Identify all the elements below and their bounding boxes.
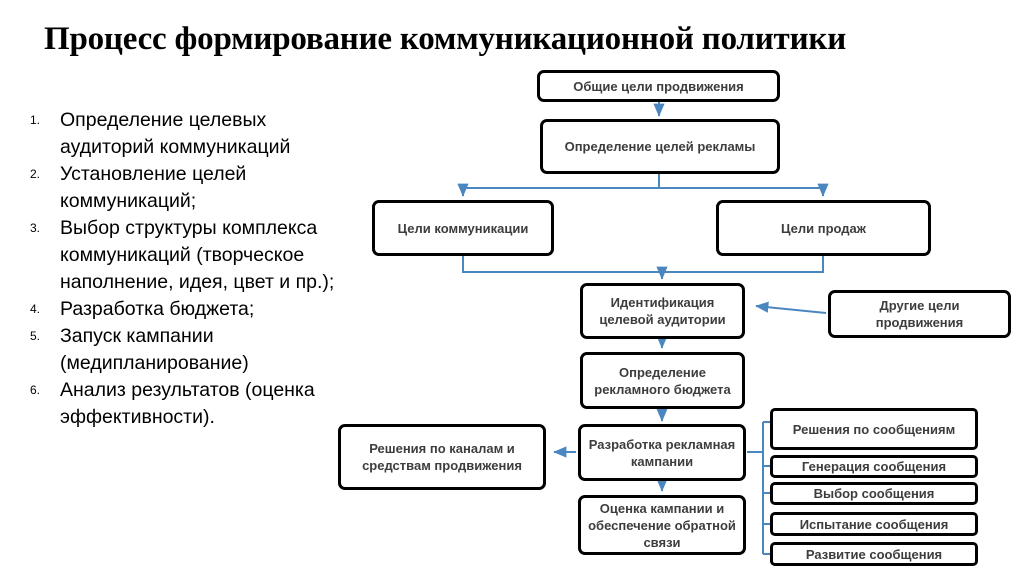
node-sales-goals[interactable]: Цели продаж <box>716 200 931 256</box>
page-title: Процесс формирование коммуникационной по… <box>44 21 847 57</box>
node-communication-goals[interactable]: Цели коммуникации <box>372 200 554 256</box>
node-other-promotion-goals-label: Другие цели продвижения <box>875 298 964 330</box>
node-other-promotion-goals[interactable]: Другие цели продвижения <box>828 290 1011 338</box>
list-item-number: 6. <box>30 383 41 397</box>
node-message-generation-label: Генерация сообщения <box>801 459 947 474</box>
list-item: 1. Определение целевых аудиторий коммуни… <box>18 107 338 161</box>
arrow-adgoals-to-sales <box>659 183 829 197</box>
arrow-sales-to-audience <box>662 255 824 273</box>
node-ad-budget[interactable]: Определение рекламного бюджета <box>580 352 745 409</box>
list-item-text: Запуск кампании (медипланирование) <box>60 325 249 374</box>
list-item: 4. Разработка бюджета; <box>18 296 338 323</box>
list-item-text: Анализ результатов (оценка эффективности… <box>60 379 315 428</box>
node-ad-goals[interactable]: Определение целей рекламы <box>540 119 780 174</box>
list-item-number: 1. <box>30 113 41 127</box>
node-channel-decisions[interactable]: Решения по каналам и средствам продвижен… <box>338 424 546 490</box>
node-message-selection[interactable]: Выбор сообщения <box>770 482 978 505</box>
node-message-testing[interactable]: Испытание сообщения <box>770 512 978 536</box>
node-message-testing-label: Испытание сообщения <box>799 516 949 532</box>
list-item-text: Разработка бюджета; <box>60 298 255 320</box>
node-campaign-development-label: Разработка рекламная кампании <box>588 436 736 469</box>
node-message-development[interactable]: Развитие сообщения <box>770 542 978 566</box>
list-item: 3. Выбор структуры комплекса коммуникаци… <box>18 215 338 296</box>
list-item-number: 3. <box>30 221 41 235</box>
node-message-generation[interactable]: Генерация сообщения <box>770 455 978 478</box>
node-sales-goals-label: Цели продаж <box>780 220 866 236</box>
node-campaign-evaluation[interactable]: Оценка кампании и обеспечение обратной с… <box>578 495 746 555</box>
list-item: 5. Запуск кампании (медипланирование) <box>18 323 338 377</box>
node-message-decisions-label: Решения по сообщениям <box>792 421 956 437</box>
node-channel-decisions-label: Решения по каналам и средствам продвижен… <box>362 441 522 473</box>
node-message-selection-label: Выбор сообщения <box>813 486 935 501</box>
list-item-number: 2. <box>30 167 41 181</box>
node-audience-identification-label: Идентификация целевой аудитории <box>599 295 726 327</box>
node-ad-budget-label: Определение рекламного бюджета <box>594 364 731 397</box>
list-item-text: Определение целевых аудиторий коммуникац… <box>60 109 291 158</box>
list-item-number: 4. <box>30 302 41 316</box>
node-message-decisions[interactable]: Решения по сообщениям <box>770 408 978 450</box>
arrow-othergoals-to-audience <box>755 301 827 314</box>
arrow-communication-to-audience <box>462 255 668 280</box>
node-campaign-development[interactable]: Разработка рекламная кампании <box>578 424 746 481</box>
list-item: 2. Установление целей коммуникаций; <box>18 161 338 215</box>
list-item-number: 5. <box>30 329 41 343</box>
list-item: 6. Анализ результатов (оценка эффективно… <box>18 377 338 431</box>
numbered-list: 1. Определение целевых аудиторий коммуни… <box>18 107 338 431</box>
list-item-text: Установление целей коммуникаций; <box>60 163 247 212</box>
node-audience-identification[interactable]: Идентификация целевой аудитории <box>580 283 745 339</box>
node-general-goals[interactable]: Общие цели продвижения <box>537 70 780 102</box>
arrow-adgoals-to-communication <box>457 173 660 197</box>
list-item-text: Выбор структуры комплекса коммуникаций (… <box>60 217 335 293</box>
node-campaign-evaluation-label: Оценка кампании и обеспечение обратной с… <box>588 500 736 550</box>
node-general-goals-label: Общие цели продвижения <box>573 78 744 94</box>
node-communication-goals-label: Цели коммуникации <box>397 220 529 236</box>
node-ad-goals-label: Определение целей рекламы <box>564 139 756 154</box>
node-message-development-label: Развитие сообщения <box>805 546 943 562</box>
